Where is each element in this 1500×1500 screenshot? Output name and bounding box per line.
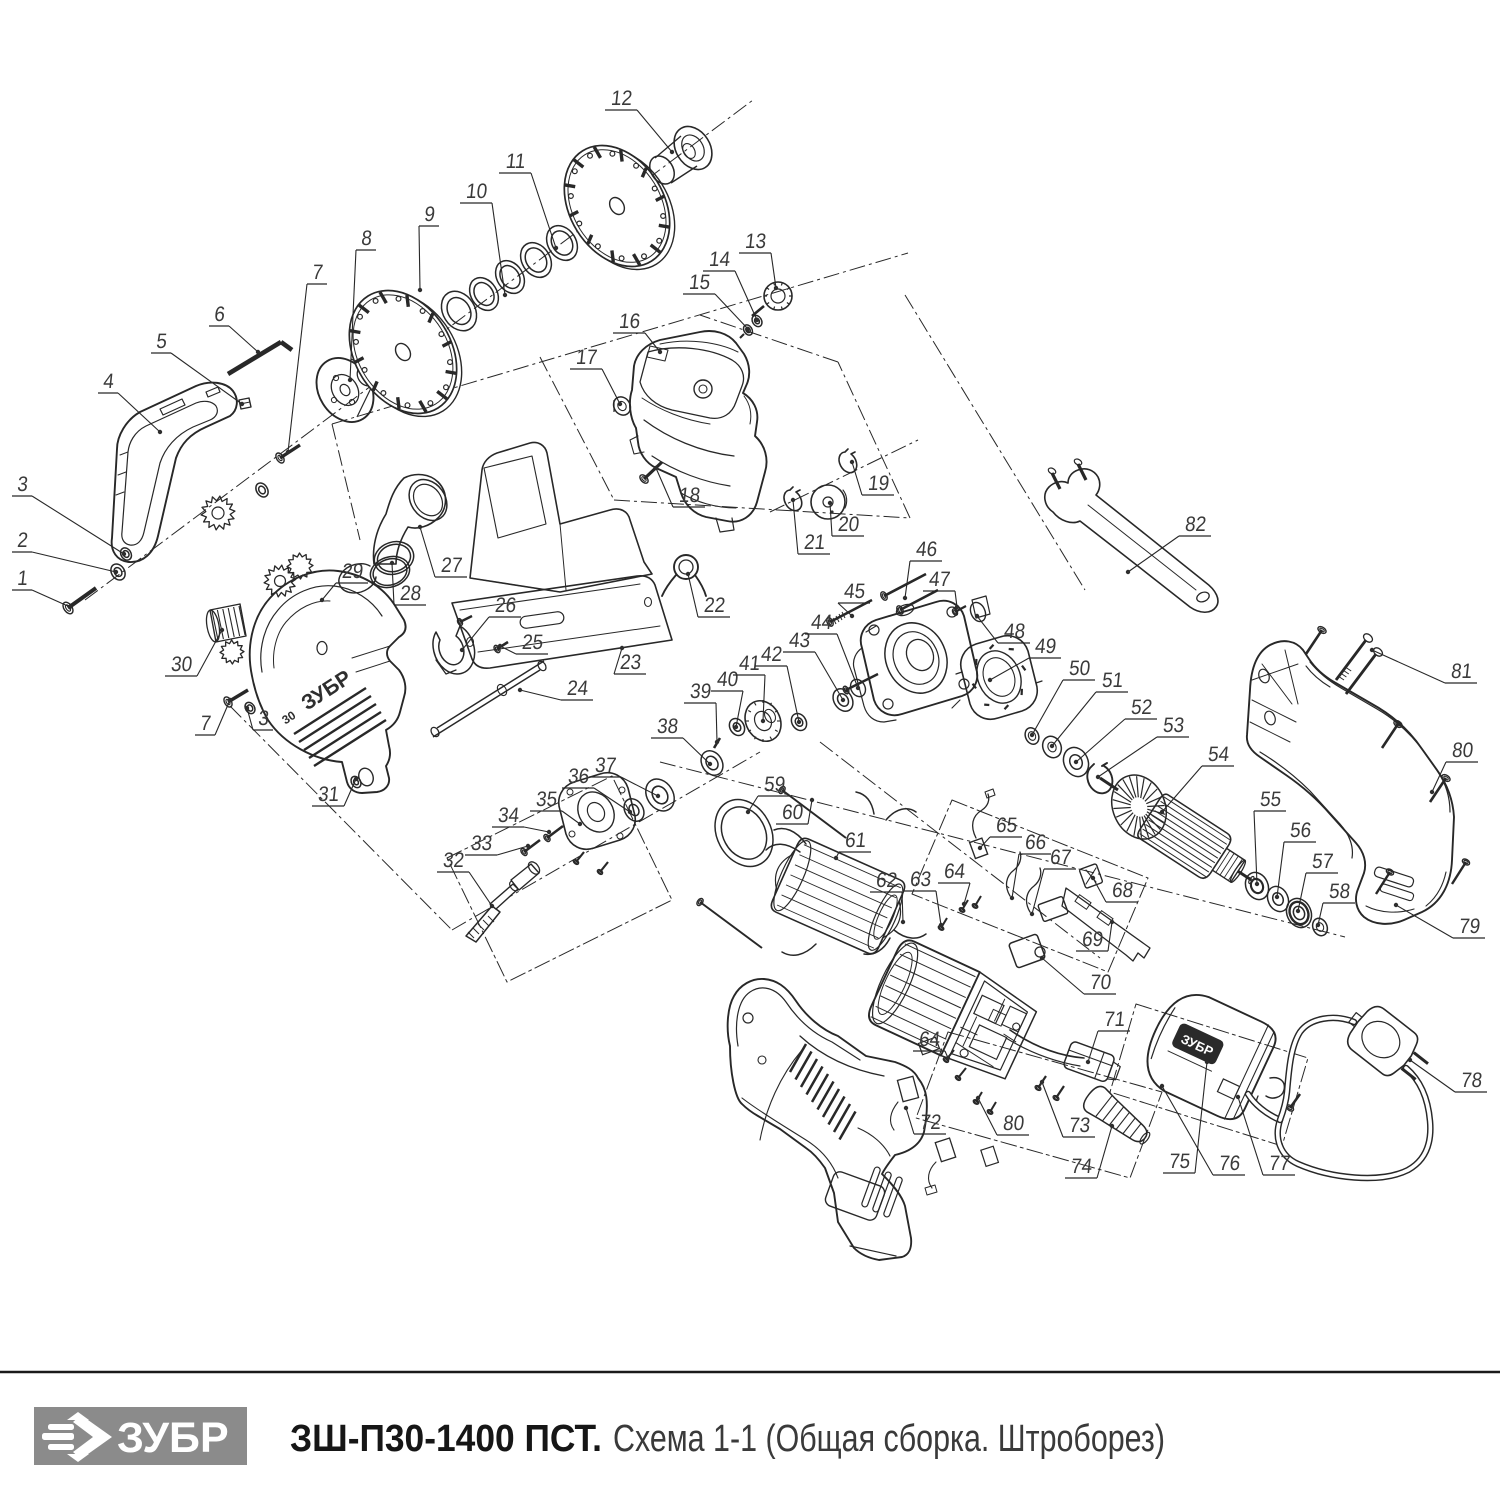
svg-text:77: 77 <box>1268 1152 1291 1175</box>
svg-text:64: 64 <box>918 1028 941 1051</box>
svg-text:61: 61 <box>844 829 867 852</box>
svg-text:22: 22 <box>703 594 726 617</box>
svg-text:8: 8 <box>360 227 373 250</box>
svg-text:ЗУБР: ЗУБР <box>117 1414 229 1462</box>
svg-text:78: 78 <box>1460 1069 1483 1092</box>
svg-text:64: 64 <box>943 860 966 883</box>
svg-text:54: 54 <box>1207 743 1230 766</box>
svg-text:43: 43 <box>788 629 811 652</box>
svg-text:62: 62 <box>875 869 898 892</box>
svg-text:2: 2 <box>16 529 29 552</box>
svg-text:56: 56 <box>1289 819 1312 842</box>
svg-text:33: 33 <box>470 832 493 855</box>
svg-text:24: 24 <box>566 677 589 700</box>
svg-text:27: 27 <box>440 554 463 577</box>
svg-text:63: 63 <box>909 868 932 891</box>
svg-text:47: 47 <box>928 568 951 591</box>
svg-text:38: 38 <box>656 715 679 738</box>
svg-text:69: 69 <box>1081 928 1104 951</box>
svg-text:60: 60 <box>781 801 804 824</box>
svg-text:30: 30 <box>279 708 298 727</box>
svg-text:17: 17 <box>575 346 598 369</box>
svg-text:48: 48 <box>1003 620 1026 643</box>
svg-text:3: 3 <box>257 707 270 730</box>
svg-text:23: 23 <box>619 651 642 674</box>
svg-text:53: 53 <box>1162 714 1185 737</box>
svg-text:11: 11 <box>505 150 527 173</box>
svg-text:30: 30 <box>170 653 193 676</box>
svg-text:80: 80 <box>1002 1112 1025 1135</box>
svg-text:50: 50 <box>1068 657 1091 680</box>
svg-text:40: 40 <box>716 668 739 691</box>
svg-text:41: 41 <box>738 652 761 675</box>
svg-text:6: 6 <box>213 303 226 326</box>
svg-text:65: 65 <box>995 814 1018 837</box>
svg-text:9: 9 <box>423 203 436 226</box>
svg-text:14: 14 <box>708 248 731 271</box>
svg-text:70: 70 <box>1089 971 1112 994</box>
svg-text:25: 25 <box>521 631 544 654</box>
svg-text:1: 1 <box>16 567 29 590</box>
svg-text:ЗШ-П30-1400 ПСТ.: ЗШ-П30-1400 ПСТ. <box>290 1418 602 1460</box>
svg-text:80: 80 <box>1451 739 1474 762</box>
svg-text:31: 31 <box>317 783 340 806</box>
svg-text:Схема 1-1 (Общая сборка. Штроб: Схема 1-1 (Общая сборка. Штроборез) <box>613 1418 1165 1460</box>
svg-text:81: 81 <box>1450 660 1473 683</box>
svg-text:58: 58 <box>1328 880 1351 903</box>
svg-text:12: 12 <box>610 87 633 110</box>
svg-text:26: 26 <box>494 594 517 617</box>
svg-text:82: 82 <box>1184 513 1207 536</box>
svg-text:67: 67 <box>1049 846 1072 869</box>
svg-text:51: 51 <box>1101 669 1124 692</box>
svg-text:49: 49 <box>1034 635 1057 658</box>
svg-text:73: 73 <box>1068 1114 1091 1137</box>
svg-text:16: 16 <box>618 310 641 333</box>
svg-text:18: 18 <box>678 484 701 507</box>
svg-text:46: 46 <box>915 538 938 561</box>
svg-text:20: 20 <box>837 513 860 536</box>
svg-text:75: 75 <box>1168 1150 1191 1173</box>
svg-text:5: 5 <box>155 330 168 353</box>
svg-text:4: 4 <box>102 370 115 393</box>
svg-text:44: 44 <box>810 611 833 634</box>
svg-text:66: 66 <box>1024 831 1047 854</box>
svg-text:45: 45 <box>843 580 866 603</box>
svg-text:15: 15 <box>688 271 711 294</box>
svg-text:59: 59 <box>763 773 786 796</box>
svg-text:7: 7 <box>311 261 324 284</box>
svg-text:32: 32 <box>442 849 465 872</box>
svg-text:57: 57 <box>1311 850 1334 873</box>
svg-text:29: 29 <box>341 560 364 583</box>
svg-text:72: 72 <box>919 1111 942 1134</box>
svg-text:55: 55 <box>1259 788 1282 811</box>
svg-text:52: 52 <box>1130 696 1153 719</box>
svg-text:76: 76 <box>1218 1152 1241 1175</box>
svg-text:3: 3 <box>16 473 29 496</box>
svg-text:42: 42 <box>760 643 783 666</box>
svg-text:21: 21 <box>803 531 826 554</box>
svg-text:10: 10 <box>465 180 488 203</box>
svg-text:28: 28 <box>399 582 422 605</box>
svg-text:13: 13 <box>744 230 767 253</box>
svg-text:7: 7 <box>199 712 212 735</box>
svg-text:79: 79 <box>1458 915 1481 938</box>
svg-text:35: 35 <box>535 788 558 811</box>
svg-text:39: 39 <box>689 680 712 703</box>
svg-text:71: 71 <box>1103 1008 1126 1031</box>
svg-text:ЗУБР: ЗУБР <box>297 666 355 715</box>
svg-text:34: 34 <box>497 804 520 827</box>
svg-text:36: 36 <box>567 765 590 788</box>
svg-text:19: 19 <box>867 472 890 495</box>
svg-text:37: 37 <box>594 754 617 777</box>
svg-text:68: 68 <box>1111 879 1134 902</box>
svg-text:74: 74 <box>1070 1155 1093 1178</box>
